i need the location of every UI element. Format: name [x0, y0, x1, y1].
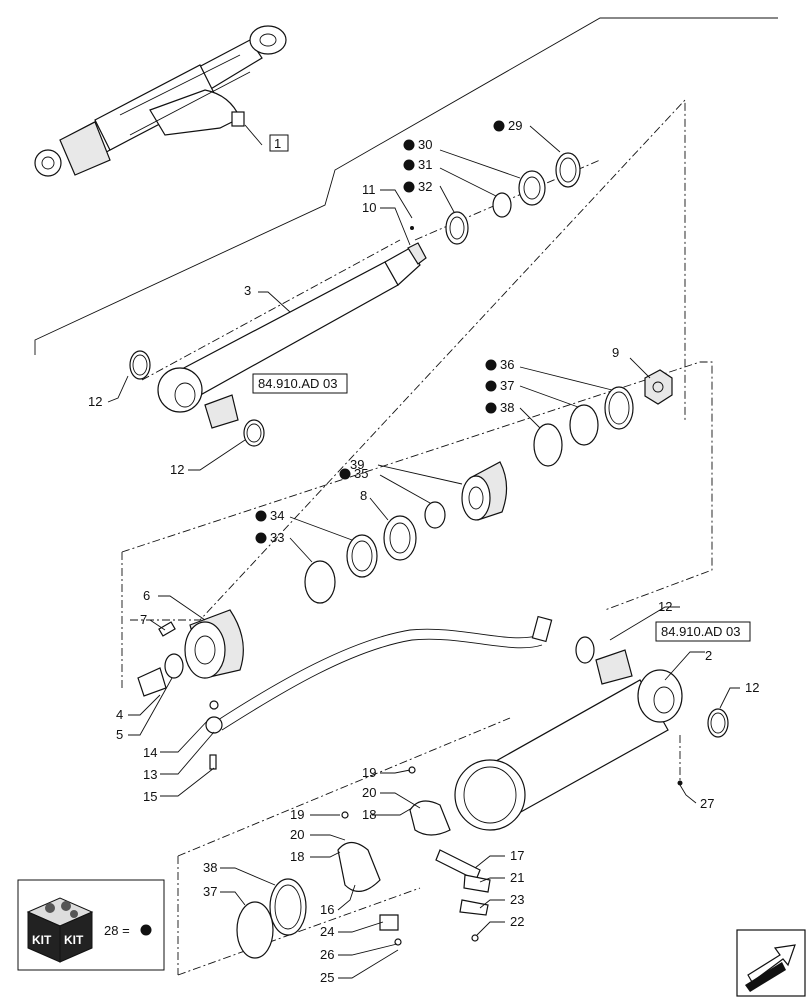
callout-6[interactable]: 6 — [143, 588, 150, 603]
callout-12-d[interactable]: 12 — [745, 680, 759, 695]
piston-rod-part — [157, 226, 427, 413]
callout-22[interactable]: 22 — [510, 914, 524, 929]
callout-37-b[interactable]: 37 — [203, 884, 217, 899]
callout-17[interactable]: 17 — [510, 848, 524, 863]
reference-label-right[interactable]: 84.910.AD 03 — [661, 624, 741, 639]
callout-12-c[interactable]: 12 — [658, 599, 672, 614]
cylinder-overview-illustration — [34, 25, 287, 177]
callout-20-b[interactable]: 20 — [362, 785, 376, 800]
kit-equation-label: 28 = — [104, 923, 130, 938]
piston-assembly-parts — [383, 369, 673, 561]
callout-38-a[interactable]: 38 — [500, 400, 514, 415]
callout-7[interactable]: 7 — [140, 612, 147, 627]
callout-26[interactable]: 26 — [320, 947, 334, 962]
reference-link-right[interactable]: 84.910.AD 03 — [655, 621, 751, 642]
assembly-outline — [34, 17, 778, 355]
callout-15[interactable]: 15 — [143, 789, 157, 804]
callout-13[interactable]: 13 — [143, 767, 157, 782]
callout-20-a[interactable]: 20 — [290, 827, 304, 842]
kit-word-right: KIT — [64, 933, 84, 947]
callout-21[interactable]: 21 — [510, 870, 524, 885]
callout-18-a[interactable]: 18 — [290, 849, 304, 864]
callout-11[interactable]: 11 — [362, 182, 376, 197]
callout-12-b[interactable]: 12 — [170, 462, 184, 477]
clamp-assembly-parts — [337, 766, 491, 946]
callout-3[interactable]: 3 — [244, 283, 251, 298]
callout-14[interactable]: 14 — [143, 745, 157, 760]
callout-34[interactable]: 34 — [270, 508, 284, 523]
kit-legend: KIT KIT 28 = — [17, 879, 165, 971]
callout-10[interactable]: 10 — [362, 200, 376, 215]
gland-head-part — [137, 609, 244, 697]
rod-seals-upper — [445, 152, 581, 245]
gland-seals — [304, 534, 378, 604]
callout-37-a[interactable]: 37 — [500, 378, 514, 393]
callout-1[interactable]: 1 — [274, 136, 281, 151]
dashed-enclosures — [121, 98, 713, 976]
callout-25[interactable]: 25 — [320, 970, 334, 985]
navigation-arrow-icon[interactable] — [736, 929, 806, 997]
callout-2[interactable]: 2 — [705, 648, 712, 663]
callout-35[interactable]: 35 — [354, 466, 368, 481]
callout-19-a[interactable]: 19 — [290, 807, 304, 822]
callout-5[interactable]: 5 — [116, 727, 123, 742]
callout-31[interactable]: 31 — [418, 157, 432, 172]
reference-link-top[interactable]: 84.910.AD 03 — [252, 373, 348, 394]
kit-dot-markers — [255, 120, 505, 544]
callout-38-b[interactable]: 38 — [203, 860, 217, 875]
leader-lines — [107, 124, 740, 979]
callout-30[interactable]: 30 — [418, 137, 432, 152]
rod-head-rings — [129, 350, 265, 447]
callout-16[interactable]: 16 — [320, 902, 334, 917]
callout-23[interactable]: 23 — [510, 892, 524, 907]
callout-12-a[interactable]: 12 — [88, 394, 102, 409]
kit-word-left: KIT — [32, 933, 52, 947]
rod-pin-dot — [410, 226, 414, 230]
kit-box-icon: KIT KIT — [26, 897, 94, 963]
callout-labels: 1 2 3 4 5 6 7 8 9 10 11 12 12 12 12 13 1… — [88, 118, 759, 985]
filled-dot-icon — [140, 924, 152, 936]
barrel-rings — [236, 878, 307, 959]
callout-24[interactable]: 24 — [320, 924, 334, 939]
reference-label-top[interactable]: 84.910.AD 03 — [258, 376, 338, 391]
callout-19-b[interactable]: 19 — [362, 765, 376, 780]
callout-9[interactable]: 9 — [612, 345, 619, 360]
callout-29[interactable]: 29 — [508, 118, 522, 133]
callout-36[interactable]: 36 — [500, 357, 514, 372]
callout-4[interactable]: 4 — [116, 707, 123, 722]
callout-39[interactable]: 39 — [350, 457, 364, 472]
hydraulic-tube-part — [205, 615, 553, 770]
callout-33[interactable]: 33 — [270, 530, 284, 545]
callout-box-1 — [269, 134, 289, 152]
callout-27[interactable]: 27 — [700, 796, 714, 811]
cylinder-barrel-part — [454, 636, 729, 831]
callout-18-b[interactable]: 18 — [362, 807, 376, 822]
callout-32[interactable]: 32 — [418, 179, 432, 194]
callout-8[interactable]: 8 — [360, 488, 367, 503]
